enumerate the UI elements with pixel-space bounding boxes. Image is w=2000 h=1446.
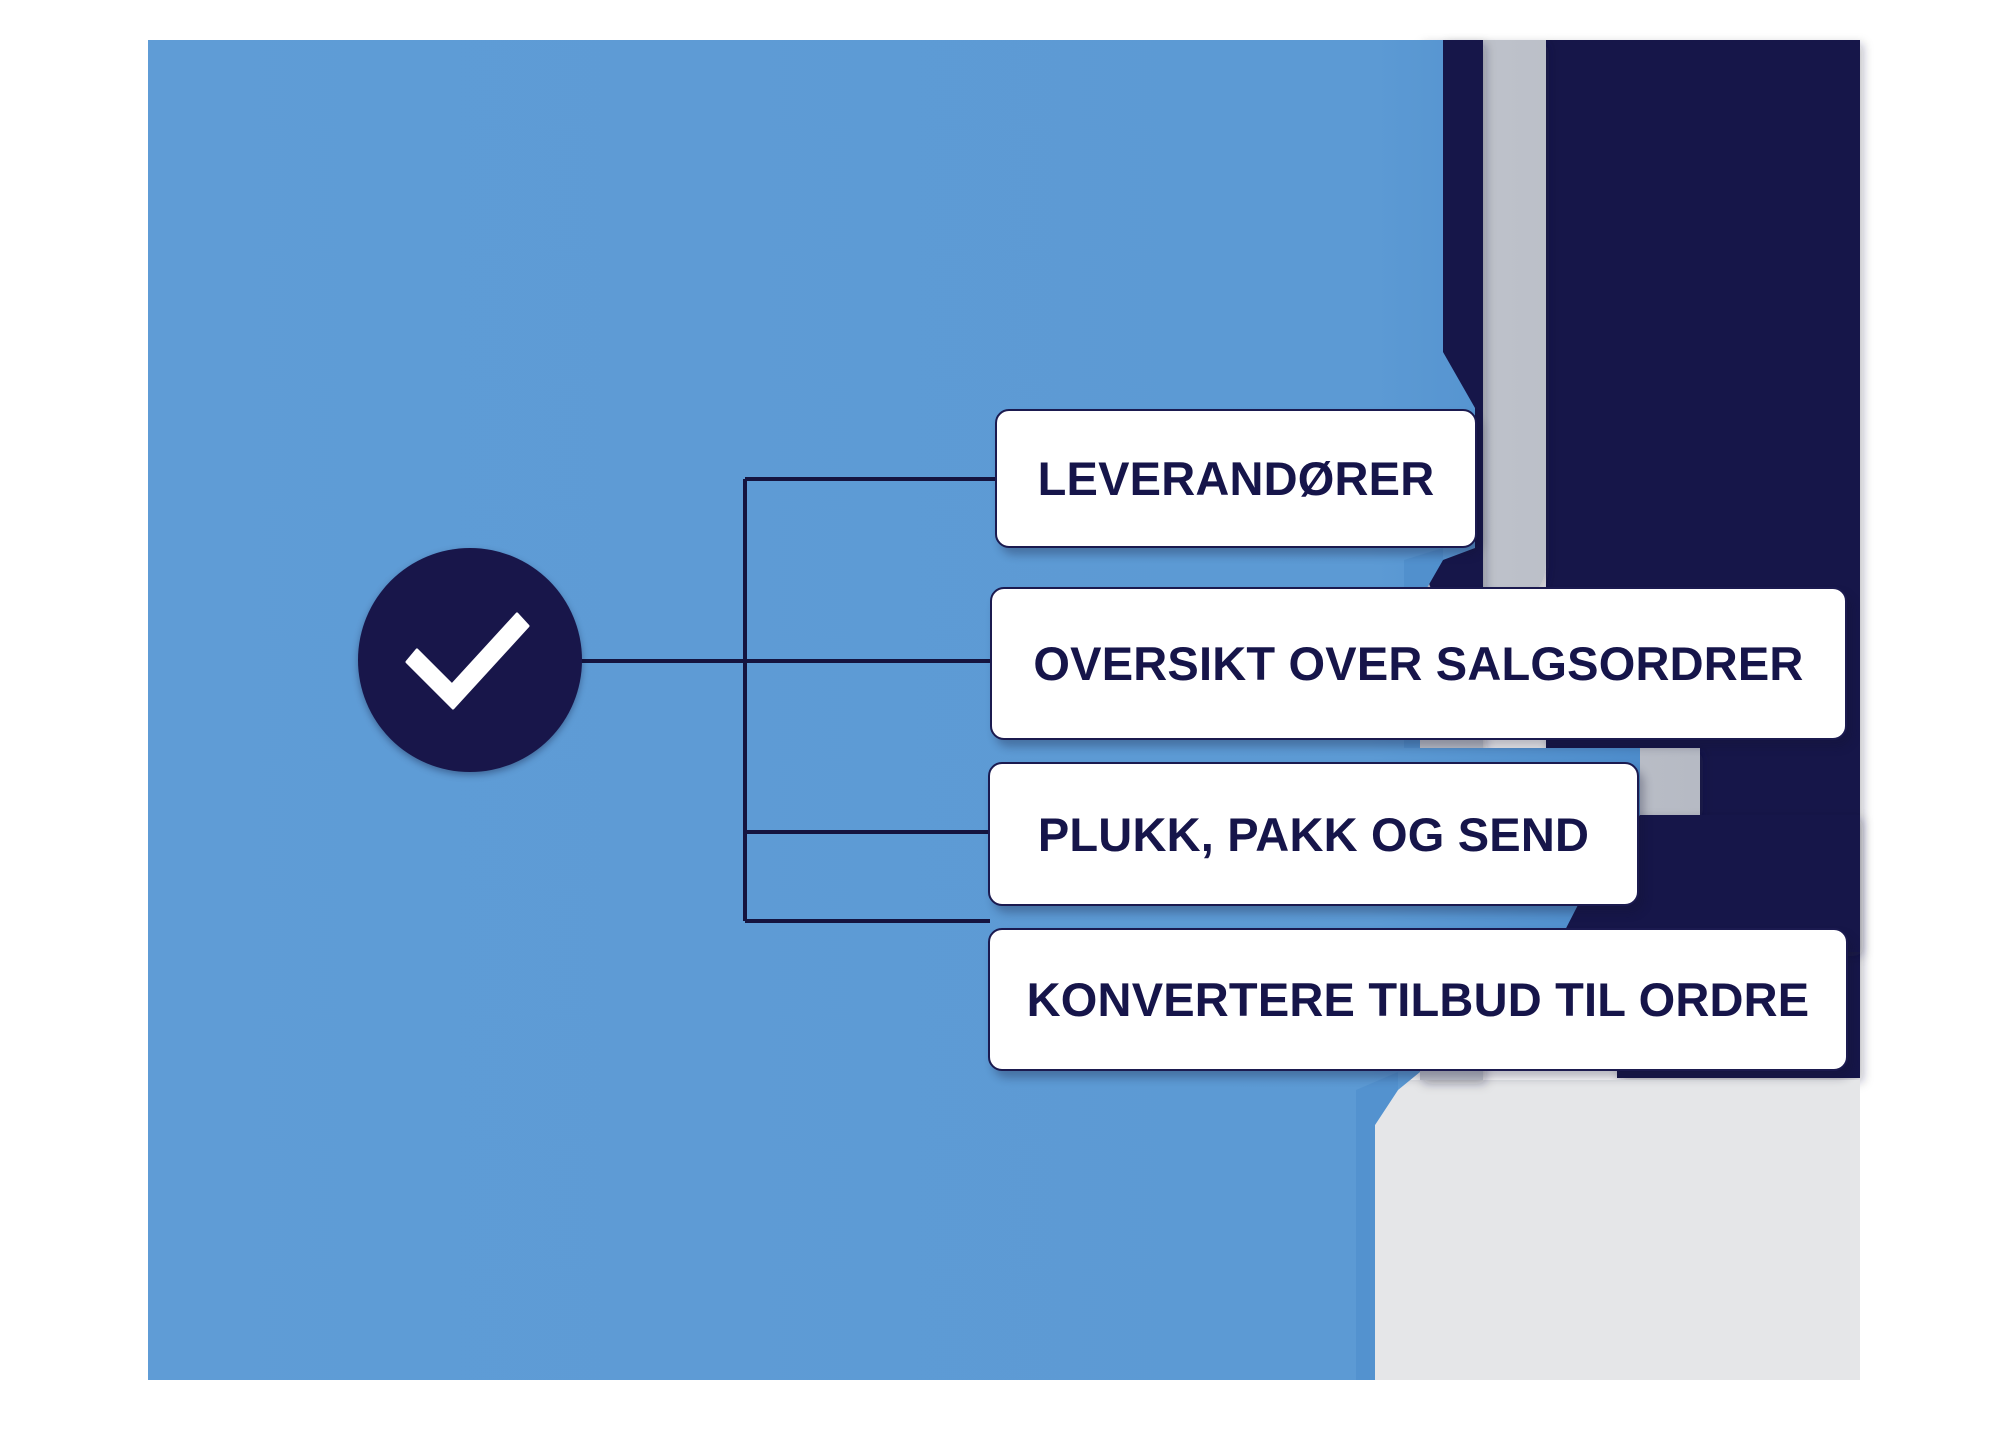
item-card-label: LEVERANDØRER <box>1037 452 1435 505</box>
item-card-konvertere-tilbud-til-ordre[interactable]: KONVERTERE TILBUD TIL ORDRE <box>988 928 1848 1071</box>
item-card-oversikt-over-salgsordrer[interactable]: OVERSIKT OVER SALGSORDRER <box>990 587 1847 740</box>
item-card-label: PLUKK, PAKK OG SEND <box>1037 807 1590 861</box>
item-card-label: OVERSIKT OVER SALGSORDRER <box>1033 637 1804 690</box>
check-circle-icon <box>358 548 582 772</box>
bg-light-gray-panel <box>1375 1080 1860 1380</box>
checkmark-glyph <box>405 612 530 710</box>
item-card-plukk-pakk-og-send[interactable]: PLUKK, PAKK OG SEND <box>988 762 1639 906</box>
item-card-leverandorer[interactable]: LEVERANDØRER <box>995 409 1477 548</box>
item-card-label: KONVERTERE TILBUD TIL ORDRE <box>1026 973 1810 1026</box>
